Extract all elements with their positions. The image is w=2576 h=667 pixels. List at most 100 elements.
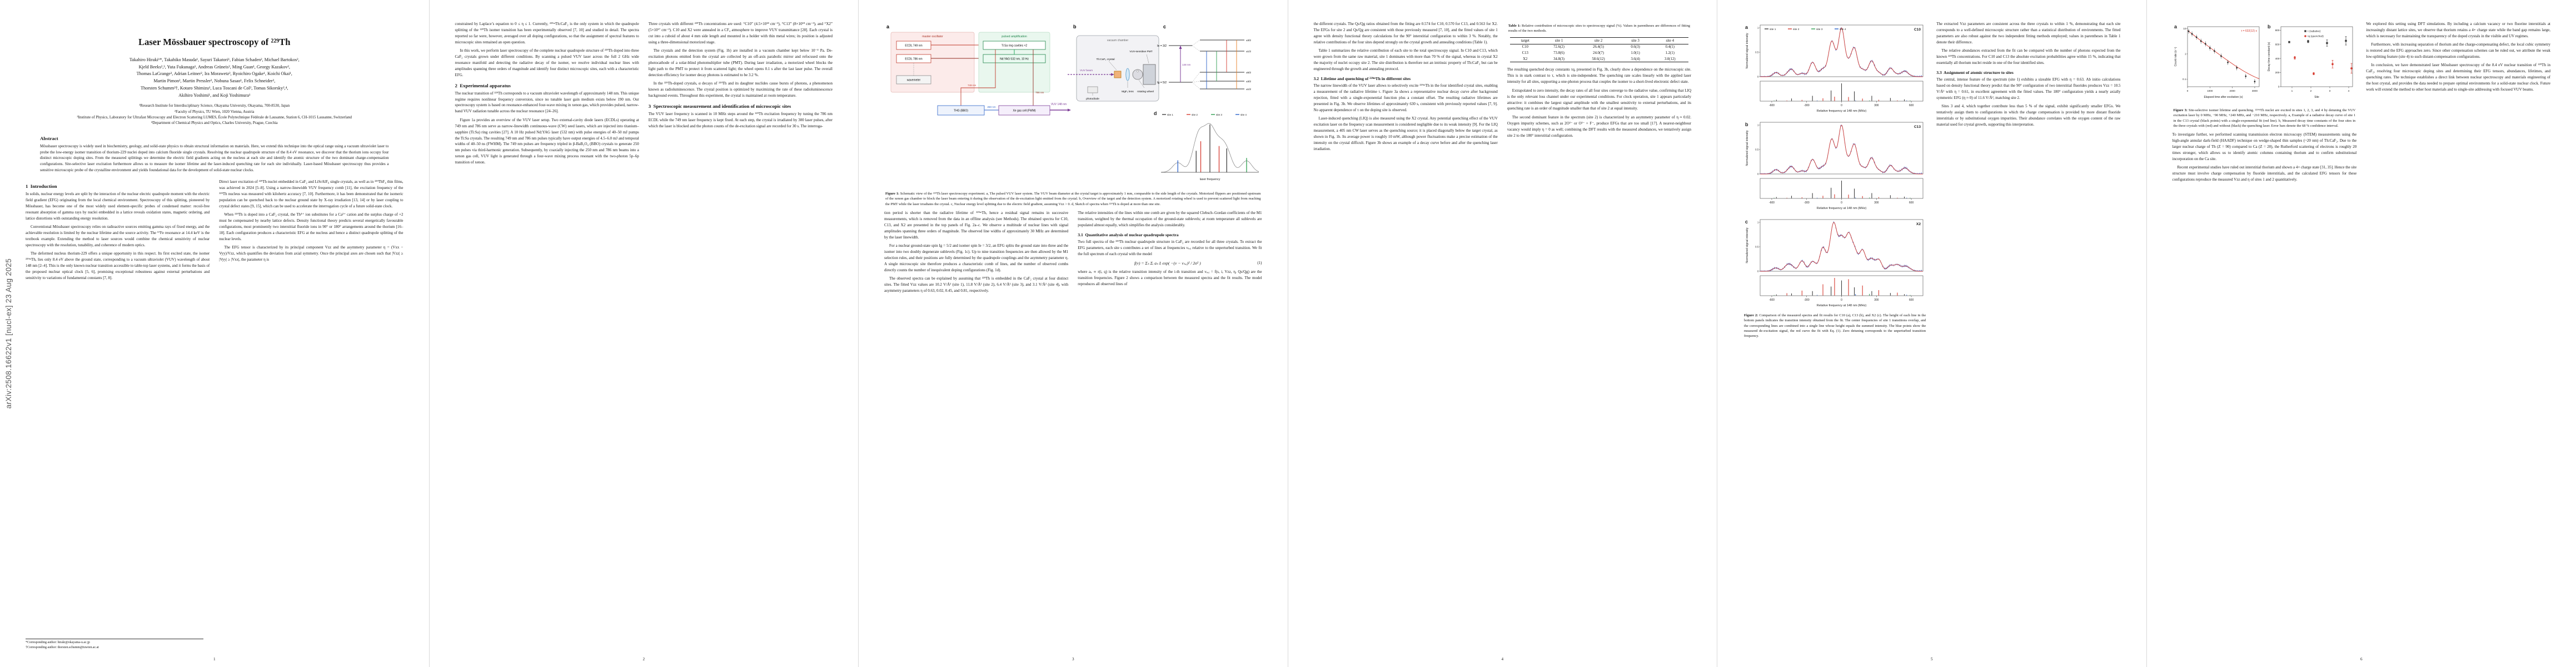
paragraph: Conventional Mössbauer spectroscopy reli… [26, 225, 210, 247]
svg-text:400: 400 [2275, 57, 2279, 60]
sublevel-label: ±3/2 [1246, 39, 1251, 42]
svg-text:1: 1 [1757, 124, 1759, 127]
paragraph: The extracted Vzz parameters are consist… [1936, 22, 2121, 44]
svg-text:site 2: site 2 [1793, 28, 1800, 31]
page-number: 2 [642, 657, 645, 661]
beam-250-label: 250 nm [987, 106, 995, 108]
arxiv-stamp: arXiv:2508.16622v1 [nucl-ex] 23 Aug 2025 [4, 258, 13, 409]
svg-text:τq (quenched): τq (quenched) [2308, 35, 2324, 38]
crystal-label: Th:CaF₂ crystal [1096, 58, 1114, 61]
svg-text:d: d [1154, 111, 1157, 116]
table-cell: 26.4(5) [1593, 45, 1604, 49]
svg-text:Decay time constant (s): Decay time constant (s) [2268, 42, 2271, 71]
paragraph: Laser-induced quenching (LIQ) is also me… [1313, 116, 1498, 151]
decay-data-point [2213, 50, 2215, 52]
svg-text:site 1: site 1 [1167, 113, 1173, 116]
table-header-cell: site 2 [1577, 37, 1620, 44]
svg-text:c: c [1745, 219, 1748, 225]
ndyag-label: Nd:YAG 532 nm, 10 Hz [1000, 58, 1029, 61]
tauq-marker [2350, 67, 2353, 69]
decay-data-point [2245, 75, 2246, 77]
svg-text:200: 200 [2275, 71, 2279, 74]
equation-number: (1) [1257, 261, 1262, 266]
paragraph: We explored this setting using DFT simul… [2366, 22, 2550, 38]
tau-marker [2288, 41, 2290, 43]
subsection-heading-lifetime-quenching: 3.2 Lifetime and quenching of ²²⁹ᵐTh in … [1313, 76, 1411, 81]
svg-text:2000: 2000 [2229, 89, 2235, 92]
panel-letter-c: c [1163, 24, 1166, 29]
svg-text:Elapsed time after excitation: Elapsed time after excitation (s) [2204, 96, 2243, 99]
paragraph: In this work, we perform laser spectrosc… [455, 48, 639, 77]
paragraph: constrained by Laplace’s equation to 0 ≤… [455, 22, 639, 44]
photodiode-label: photodiode [1086, 97, 1099, 101]
svg-text:-600: -600 [1769, 298, 1775, 302]
spectrum-data-line [1760, 221, 1923, 272]
beam-749-label: 749 nm [968, 84, 976, 87]
spectrum-fit-line [1760, 27, 1923, 77]
table-cell: 24.0(7) [1593, 51, 1604, 56]
svg-text:0.5: 0.5 [1755, 246, 1759, 248]
table-cell: 3.0(12) [1651, 56, 1689, 63]
svg-text:4: 4 [2348, 89, 2349, 93]
detection-system-schematic: vacuum chamber VUV beam Th:CaF₂ crystal … [1068, 35, 1159, 102]
author-line: Takahiro Hiraki¹*, Takahiko Masuda¹, Say… [129, 57, 300, 62]
vuv-beam-label: VUV beam [1080, 69, 1093, 72]
abstract-block: Abstract Mössbauer spectroscopy is widel… [40, 136, 389, 174]
svg-text:0: 0 [1841, 298, 1842, 302]
equation-1: f(ν) = Σₛ Σᵢ aₛ Iᵢ exp( −(ν − νₛ,ᵢ)² / 2… [1078, 261, 1262, 266]
decay-data-point [2188, 31, 2189, 32]
table-cell: C13 [1522, 51, 1528, 56]
paragraph: In solids, nuclear energy levels are spl… [26, 192, 210, 221]
table-cell: 34.8(3) [1540, 56, 1578, 63]
sublevel-label: ±5/2 [1246, 71, 1251, 74]
figure1-schematic: a master oscillator ECDL 749 nm ECDL 786… [886, 24, 1251, 116]
section-heading-introduction: 1 Introduction [26, 183, 57, 190]
abstract-text: Mössbauer spectroscopy is widely used in… [40, 143, 389, 173]
equation-body: f(ν) = Σₛ Σᵢ aₛ Iᵢ exp( −(ν − νₛ,ᵢ)² / 2… [1134, 260, 1201, 266]
figure3-caption: Figure 3: Site-selective isomer lifetime… [2174, 108, 2356, 128]
transition-label: 148 nm [1182, 63, 1190, 66]
svg-text:1: 1 [1757, 27, 1759, 29]
figure3-caption-text: Site-selective isomer lifetime and quenc… [2173, 108, 2356, 128]
page-4: the different crystals. The Qs/Qg ratios… [1288, 0, 1717, 667]
sublevel-label: ±1/2 [1246, 50, 1251, 53]
svg-text:site 3: site 3 [1816, 28, 1823, 31]
spectrum-data-line [1760, 124, 1923, 175]
panel-letter-b: b [1073, 24, 1077, 29]
figure2-caption-text: Comparison of the measured spectra and f… [1744, 313, 1926, 339]
tauq-marker [2293, 57, 2296, 59]
vacuum-chamber-label: vacuum chamber [1107, 39, 1129, 42]
svg-text:a: a [1745, 24, 1748, 30]
decay-fit-line [2187, 30, 2259, 79]
panel-letter-a: a [886, 24, 890, 29]
table1-caption-label: Table 1: [1508, 24, 1521, 28]
paragraph: To investigate further, we performed sca… [2172, 132, 2357, 161]
svg-text:0: 0 [1841, 104, 1842, 107]
svg-text:X2: X2 [1916, 222, 1921, 226]
svg-text:Relative frequency at 148 nm (: Relative frequency at 148 nm (MHz) [1817, 304, 1867, 307]
footnote-line: *Corresponding author: hiraki@okayama-u.… [26, 641, 90, 645]
svg-text:1: 1 [1757, 221, 1759, 224]
vuv-output-label: VUV 148 nm [1051, 103, 1067, 106]
author-line: Akihiro Yoshimi¹, and Koji Yoshimura¹ [178, 92, 251, 98]
svg-text:-600: -600 [1769, 201, 1775, 205]
svg-text:0: 0 [1841, 201, 1842, 205]
svg-text:0: 0 [1757, 173, 1759, 176]
svg-text:C10: C10 [1914, 28, 1921, 32]
svg-text:1: 1 [2184, 53, 2186, 56]
author-line: Martin Pimon², Martin Pressler², Nobuna … [153, 78, 276, 84]
paragraph: Recent experimental studies have ruled o… [2172, 165, 2357, 182]
paragraph: The second dominant feature in the spect… [1507, 115, 1691, 138]
decay-data-point [2220, 55, 2222, 57]
spectrum-data-line [1760, 27, 1923, 77]
svg-text:0.5: 0.5 [1755, 51, 1759, 54]
paragraph: Extrapolated to zero intensity, the deca… [1507, 88, 1691, 111]
affiliation-line: ⁴Department of Chemical Physics and Opti… [151, 121, 278, 126]
